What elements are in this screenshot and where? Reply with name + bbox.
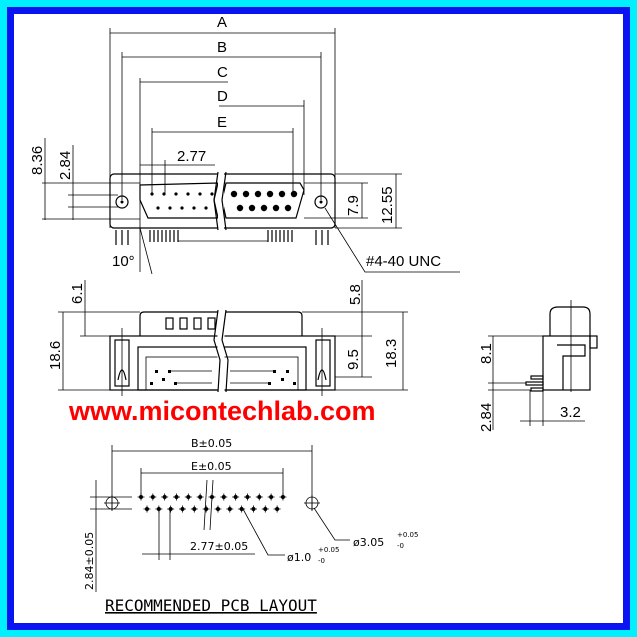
dim-7-9: 7.9: [345, 195, 362, 216]
pcb-pin-crosshair: [255, 493, 263, 501]
dim-2-84: 2.84: [57, 151, 74, 180]
dim-5-8: 5.8: [347, 284, 364, 305]
dim-row-tol: 2.84±0.05: [83, 532, 96, 590]
dim-pitch: 2.77: [177, 148, 206, 165]
pcb-pin-crosshair: [249, 505, 257, 513]
pcb-pin-crosshair: [226, 505, 234, 513]
pcb-pin-crosshair: [267, 493, 275, 501]
dim-e-tol: E±0.05: [191, 460, 232, 473]
dim-b: B: [217, 39, 227, 56]
dim-b-tol: B±0.05: [191, 437, 232, 450]
pcb-pin-crosshair: [220, 493, 228, 501]
pcb-pin-crosshair: [202, 505, 210, 513]
pcb-layout-title: RECOMMENDED PCB LAYOUT: [105, 596, 317, 615]
pcb-pin-crosshair: [279, 493, 287, 501]
dim-18-6: 18.6: [47, 341, 64, 370]
screw-callout: #4-40 UNC: [366, 253, 441, 270]
drawing-sheet: A B C D E 2.77: [7, 7, 630, 630]
pin-hole-tol-minus: -0: [318, 557, 325, 565]
pcb-pin-crosshair: [273, 505, 281, 513]
pcb-pin-crosshair: [214, 505, 222, 513]
side-view: 18.6 6.1 5.8 9.5 18.3: [47, 280, 408, 396]
mount-hole-tol-minus: -0: [397, 542, 404, 550]
dim-2-84-end: 2.84: [478, 403, 495, 432]
pcb-pin-crosshair: [172, 493, 180, 501]
front-view: A B C D E 2.77: [29, 14, 460, 275]
pcb-layout: B±0.05 E±0.05 2.84±0.05 2.77±0.05 ø1.0 +…: [83, 437, 418, 615]
dim-8-1: 8.1: [478, 343, 495, 364]
pin-hole-dia: ø1.0: [287, 551, 311, 564]
pcb-pin-crosshair: [167, 505, 175, 513]
pcb-pin-crosshair: [149, 493, 157, 501]
mount-hole-dia: ø3.05: [353, 536, 384, 549]
pin-face: [150, 190, 298, 212]
dim-12-55: 12.55: [379, 186, 396, 224]
pcb-pin-crosshair: [184, 493, 192, 501]
dim-c: C: [217, 64, 228, 81]
end-view: 8.1 2.84 3.2: [478, 300, 598, 432]
pcb-pin-crosshair: [190, 505, 198, 513]
pcb-pin-crosshair: [238, 505, 246, 513]
dim-18-3: 18.3: [383, 339, 400, 368]
pcb-pin-crosshair: [161, 493, 169, 501]
watermark-url: www.micontechlab.com: [68, 396, 376, 426]
dim-d: D: [217, 88, 228, 105]
pcb-pin-crosshair: [196, 493, 204, 501]
dim-3-2: 3.2: [560, 404, 581, 421]
dim-e: E: [217, 114, 227, 131]
mount-hole-tol-plus: +0.05: [397, 531, 418, 539]
pin-hole-tol-plus: +0.05: [318, 546, 339, 554]
pcb-pin-crosshair: [261, 505, 269, 513]
pcb-pin-crosshair: [143, 505, 151, 513]
dim-angle: 10°: [112, 253, 135, 270]
pcb-pin-crosshair: [232, 493, 240, 501]
dim-a: A: [217, 14, 227, 31]
pcb-pin-crosshair: [243, 493, 251, 501]
dim-6-1: 6.1: [69, 283, 86, 304]
dim-pitch-tol: 2.77±0.05: [190, 540, 248, 553]
dim-8-36: 8.36: [29, 146, 46, 175]
pcb-pin-crosshair: [137, 493, 145, 501]
dim-9-5: 9.5: [345, 349, 362, 370]
pcb-pin-crosshair: [178, 505, 186, 513]
